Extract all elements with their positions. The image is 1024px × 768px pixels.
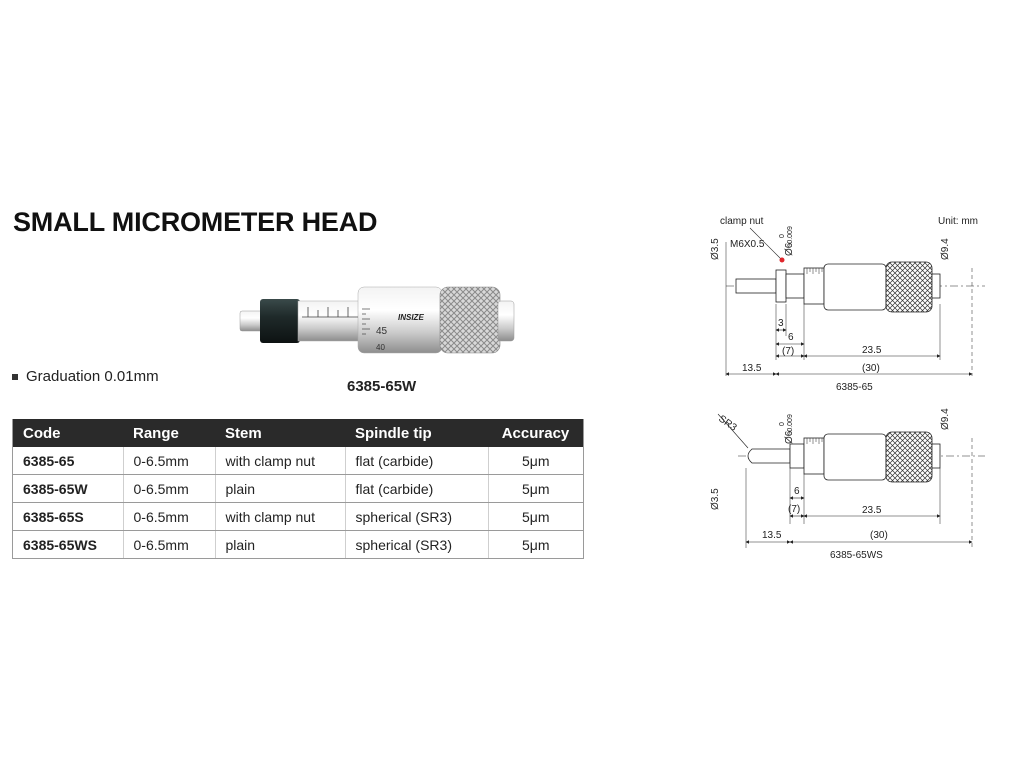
clamp-nut-marker — [779, 257, 785, 263]
header-spindle-tip: Spindle tip — [345, 419, 488, 447]
thimble-dia-label: Ø9.4 — [940, 408, 951, 430]
cell-accuracy: 5μm — [488, 474, 584, 503]
dim-23-5: 23.5 — [862, 345, 882, 356]
cell-spindle-tip: flat (carbide) — [345, 447, 489, 475]
header-stem: Stem — [215, 419, 345, 447]
cell-stem: plain — [215, 530, 346, 559]
header-range: Range — [123, 419, 215, 447]
dim-6: 6 — [794, 486, 800, 497]
cell-accuracy: 5μm — [488, 447, 584, 475]
tol-upper: 0 — [779, 234, 786, 238]
brand-logo: INSIZE — [398, 313, 424, 322]
header-code: Code — [12, 419, 123, 447]
thread-label: M6X0.5 — [730, 239, 765, 250]
dim-23-5: 23.5 — [862, 505, 882, 516]
stem-dia-label: Ø6 — [784, 430, 795, 444]
table-row: 6385-65S 0-6.5mm with clamp nut spherica… — [12, 502, 584, 531]
cell-range: 0-6.5mm — [123, 447, 216, 475]
cell-accuracy: 5μm — [488, 502, 584, 531]
dim-30: (30) — [862, 363, 880, 374]
cell-stem: with clamp nut — [215, 447, 346, 475]
cell-code: 6385-65W — [12, 474, 124, 503]
cell-code: 6385-65S — [12, 502, 124, 531]
thimble-dia-label: Ø9.4 — [940, 238, 951, 260]
spindle-dia-label: Ø3.5 — [710, 238, 721, 260]
cell-range: 0-6.5mm — [123, 530, 216, 559]
model-label: 6385-65WS — [830, 550, 883, 561]
page-title: SMALL MICROMETER HEAD — [13, 207, 378, 237]
cell-spindle-tip: spherical (SR3) — [345, 502, 489, 531]
cell-code: 6385-65WS — [12, 530, 124, 559]
cell-accuracy: 5μm — [488, 530, 584, 559]
stem-dia-label: Ø6 — [784, 242, 795, 256]
cell-code: 6385-65 — [12, 447, 124, 475]
sr-label: SR3 — [716, 413, 739, 433]
cell-range: 0-6.5mm — [123, 502, 216, 531]
micrometer-photo: 45 40 INSIZE — [239, 286, 515, 354]
spec-table: Code Range Stem Spindle tip Accuracy 638… — [12, 419, 584, 559]
drawing-6385-65ws: SR3 Ø6 0 -0.009 Ø9.4 Ø3.5 6 (7) 23.5 13.… — [710, 408, 985, 561]
cell-range: 0-6.5mm — [123, 474, 216, 503]
svg-text:45: 45 — [376, 326, 388, 337]
dim-30: (30) — [870, 530, 888, 541]
cell-spindle-tip: spherical (SR3) — [345, 530, 489, 559]
dim-13-5: 13.5 — [762, 530, 782, 541]
bullet-icon — [12, 373, 18, 380]
dim-7: (7) — [782, 346, 794, 357]
header-accuracy: Accuracy — [488, 419, 584, 447]
dim-13-5: 13.5 — [742, 363, 762, 374]
graduation-note: Graduation 0.01mm — [12, 368, 159, 385]
cell-spindle-tip: flat (carbide) — [345, 474, 489, 503]
spindle-dia-label: Ø3.5 — [710, 488, 721, 510]
technical-drawings: Unit: mm clamp nut M6X0.5 Ø6 0 -0.009 Ø3… — [710, 216, 985, 561]
dim-3: 3 — [778, 318, 784, 329]
tol-lower: -0.009 — [787, 414, 794, 434]
table-row: 6385-65 0-6.5mm with clamp nut flat (car… — [12, 447, 584, 475]
unit-label: Unit: mm — [938, 216, 978, 227]
clamp-nut-label: clamp nut — [720, 216, 764, 227]
dim-7: (7) — [788, 504, 800, 515]
tol-lower: -0.009 — [787, 226, 794, 246]
cell-stem: with clamp nut — [215, 502, 346, 531]
cell-stem: plain — [215, 474, 346, 503]
photo-caption: 6385-65W — [347, 378, 417, 395]
svg-text:40: 40 — [376, 343, 385, 352]
dim-6: 6 — [788, 332, 794, 343]
tol-upper: 0 — [779, 422, 786, 426]
model-label: 6385-65 — [836, 382, 873, 393]
table-row: 6385-65WS 0-6.5mm plain spherical (SR3) … — [12, 530, 584, 559]
table-row: 6385-65W 0-6.5mm plain flat (carbide) 5μ… — [12, 474, 584, 503]
graduation-text: Graduation 0.01mm — [26, 368, 159, 385]
drawing-6385-65: Unit: mm clamp nut M6X0.5 Ø6 0 -0.009 Ø3… — [710, 216, 985, 393]
table-header-row: Code Range Stem Spindle tip Accuracy — [12, 419, 584, 447]
